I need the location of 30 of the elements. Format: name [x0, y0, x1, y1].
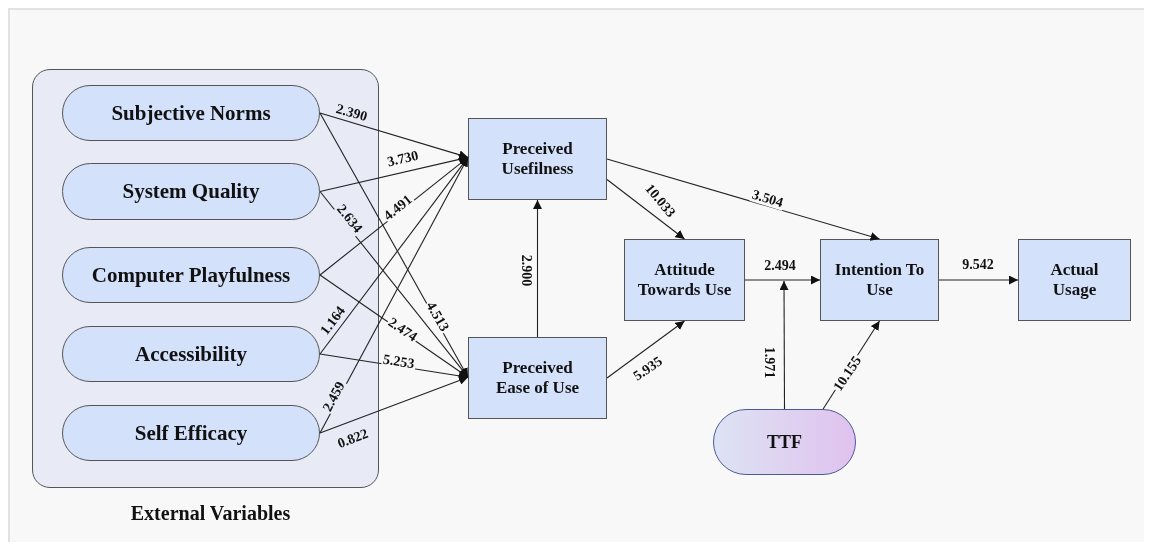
arrow: [319, 112, 469, 378]
variable-pill: Accessibility: [62, 326, 320, 382]
edge-label: 1.971: [762, 345, 778, 379]
arrow: [319, 155, 469, 193]
moderator-pill: TTF: [713, 409, 856, 475]
construct-box: Preceived Ease of Use: [468, 337, 607, 419]
variable-pill: Subjective Norms: [62, 85, 320, 141]
group-heading: External Variables: [130, 502, 291, 525]
arrow: [744, 275, 821, 285]
arrow: [319, 112, 469, 160]
arrow: [319, 156, 469, 434]
arrow: [533, 199, 542, 338]
construct-box: Attitude Towards Use: [624, 239, 745, 321]
variable-pill: Computer Playfulness: [62, 247, 320, 303]
construct-box: Intention To Use: [820, 239, 939, 321]
arrow: [319, 190, 469, 378]
arrow: [606, 320, 686, 379]
arrow: [606, 178, 686, 240]
arrow: [319, 376, 469, 434]
arrow: [606, 158, 881, 241]
construct-box: Preceived Usefilness: [468, 118, 607, 200]
variable-pill: Self Efficacy: [62, 405, 320, 461]
arrow: [779, 280, 789, 410]
construct-box: Actual Usage: [1018, 239, 1131, 321]
edge-label: 2.900: [519, 253, 535, 287]
arrow: [822, 320, 881, 410]
arrow: [319, 156, 469, 355]
variable-pill: System Quality: [62, 163, 320, 220]
arrow: [319, 274, 469, 378]
arrow: [938, 275, 1019, 285]
